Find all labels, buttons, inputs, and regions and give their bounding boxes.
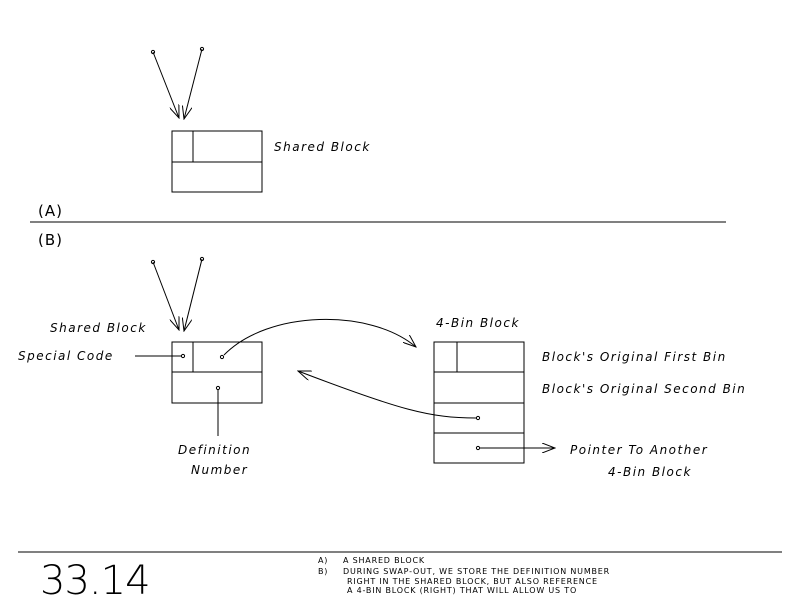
pointer-arrow-right <box>184 258 203 331</box>
caption-b-marker: B) <box>318 567 328 576</box>
section-b-label: (B) <box>38 231 63 249</box>
bin-pointer-dot <box>219 354 225 360</box>
definition-label-line2: Number <box>191 463 248 477</box>
pointer-arrow-left <box>152 261 179 330</box>
shared-block-b <box>171 341 263 404</box>
caption-a-text: A SHARED BLOCK <box>343 556 425 565</box>
figure-number: 33.14 <box>40 558 150 604</box>
special-code-dot <box>180 353 186 359</box>
shared-block-a <box>171 130 263 193</box>
pointer-origin-dot <box>199 256 205 262</box>
four-bin-block-label: 4-Bin Block <box>436 316 520 330</box>
shared-block-b-label: Shared Block <box>50 321 147 335</box>
definition-dot <box>215 385 221 391</box>
pointer-label-line1: Pointer To Another <box>570 443 708 457</box>
definition-label-line1: Definition <box>178 443 251 457</box>
section-a: Shared Block (A) <box>38 46 371 220</box>
pointer-arrow-right <box>184 48 203 119</box>
caption-b-line1: DURING SWAP-OUT, WE STORE THE DEFINITION… <box>343 567 610 576</box>
pointer-label-line2: 4-Bin Block <box>608 465 692 479</box>
pointer-arrow-left <box>152 51 179 118</box>
four-bin-block <box>433 341 525 464</box>
section-a-label: (A) <box>38 202 63 220</box>
back-pointer-dot <box>475 415 481 421</box>
caption-b-line2: RIGHT IN THE SHARED BLOCK, BUT ALSO REFE… <box>347 577 598 586</box>
pointer-origin-dot <box>150 49 156 55</box>
link-to-four-bin-arrow <box>223 319 416 356</box>
footer: 33.14 A) A SHARED BLOCK B) DURING SWAP-O… <box>40 556 610 604</box>
second-bin-label: Block's Original Second Bin <box>542 382 746 396</box>
special-code-label: Special Code <box>18 349 114 363</box>
caption-a-marker: A) <box>318 556 328 565</box>
pointer-origin-dot <box>150 259 156 265</box>
first-bin-label: Block's Original First Bin <box>542 350 727 364</box>
section-b: (B) Shared Block Special Code Definition… <box>18 231 746 479</box>
next-block-pointer-dot <box>475 445 481 451</box>
shared-block-a-label: Shared Block <box>274 140 371 154</box>
caption-b-line3: A 4-BIN BLOCK (RIGHT) THAT WILL ALLOW US… <box>347 586 577 595</box>
pointer-origin-dot <box>199 46 205 52</box>
back-reference-arrow <box>298 371 477 419</box>
